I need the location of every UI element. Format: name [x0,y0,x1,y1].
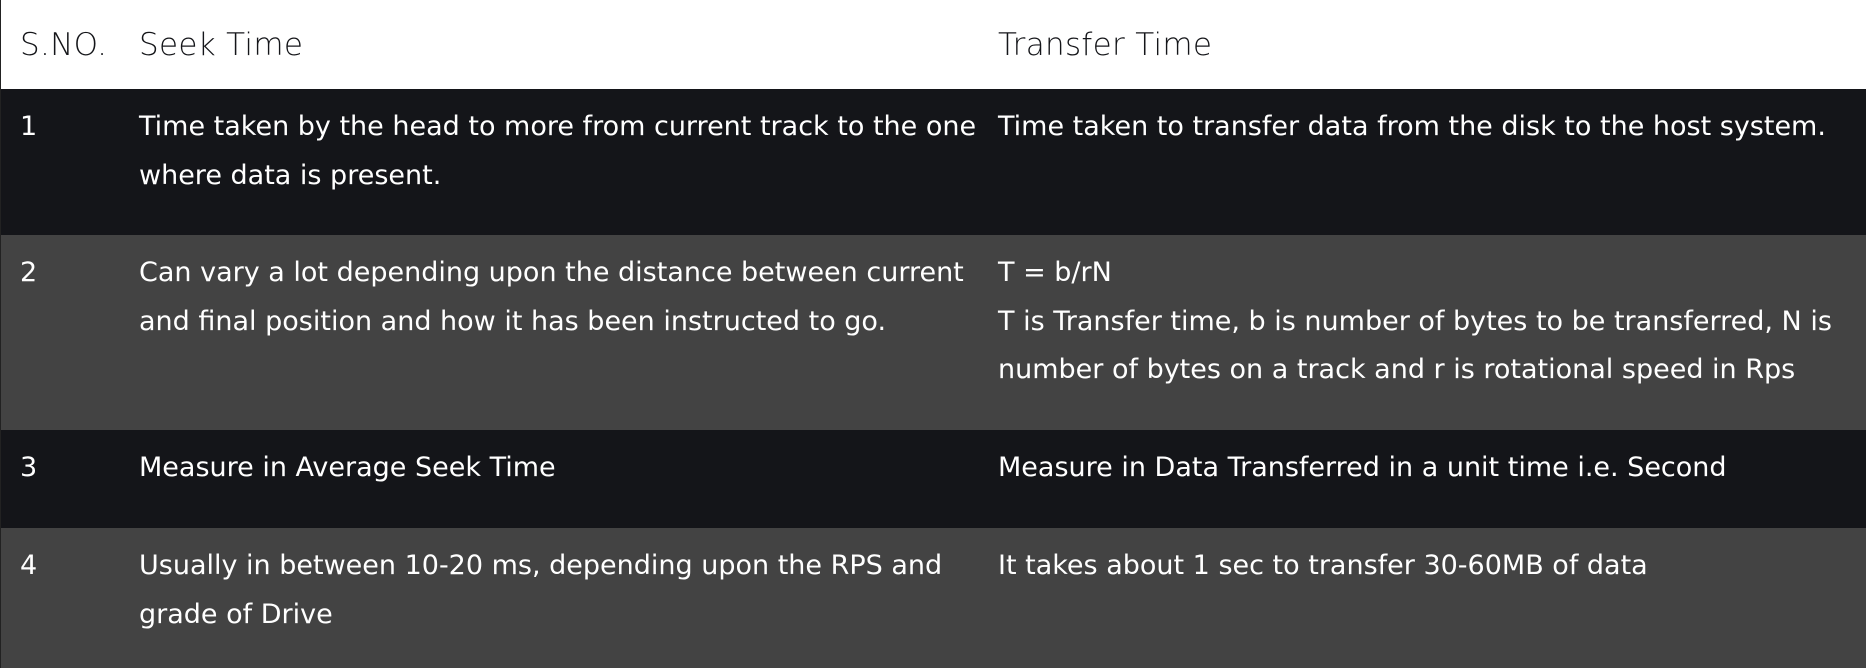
row-sno: 3 [20,452,38,483]
row-sno: 4 [20,550,38,581]
cell-text-line: T is Transfer time, b is number of bytes… [998,305,1832,337]
cell-text-line: where data is present. [139,159,442,191]
cell-text-line: Time taken to transfer data from the dis… [998,111,1826,142]
cell-text-line: T = b/rN [998,257,1112,288]
cell-text-line: Measure in Data Transferred in a unit ti… [998,452,1727,483]
table-row: 3 Measure in Average Seek Time Measure i… [1,430,1866,528]
cell-text-line: number of bytes on a track and r is rota… [998,354,1796,385]
cell-text-line: Time taken by the head to more from curr… [139,111,977,142]
cell-text-line: It takes about 1 sec to transfer 30-60MB… [998,550,1648,581]
cell-text-line: and final position and how it has been i… [139,305,887,337]
cell-text-line: Can vary a lot depending upon the distan… [139,257,964,288]
row-seek-time: Can vary a lot depending upon the distan… [139,235,998,430]
cell-text-line: Measure in Average Seek Time [139,452,556,483]
row-sno: 2 [20,257,38,288]
table-row: 4 Usually in between 10-20 ms, depending… [1,528,1866,668]
row-seek-time: Time taken by the head to more from curr… [139,89,998,235]
header-sno: S.NO. [20,27,108,63]
row-transfer-time: T = b/rN T is Transfer time, b is number… [998,235,1866,430]
row-transfer-time: Measure in Data Transferred in a unit ti… [998,430,1866,528]
table-row: 2 Can vary a lot depending upon the dist… [1,235,1866,430]
row-seek-time: Measure in Average Seek Time [139,430,998,528]
header-transfer-time: Transfer Time [998,27,1213,63]
table-header-row: S.NO. Seek Time Transfer Time [1,0,1866,89]
row-transfer-time: Time taken to transfer data from the dis… [998,89,1866,235]
header-seek-time: Seek Time [139,27,304,63]
row-seek-time: Usually in between 10-20 ms, depending u… [139,528,998,668]
row-sno: 1 [20,111,38,142]
row-transfer-time: It takes about 1 sec to transfer 30-60MB… [998,528,1866,668]
cell-text-line: Usually in between 10-20 ms, depending u… [139,550,943,581]
table-row: 1 Time taken by the head to more from cu… [1,89,1866,235]
cell-text-line: grade of Drive [139,598,333,630]
